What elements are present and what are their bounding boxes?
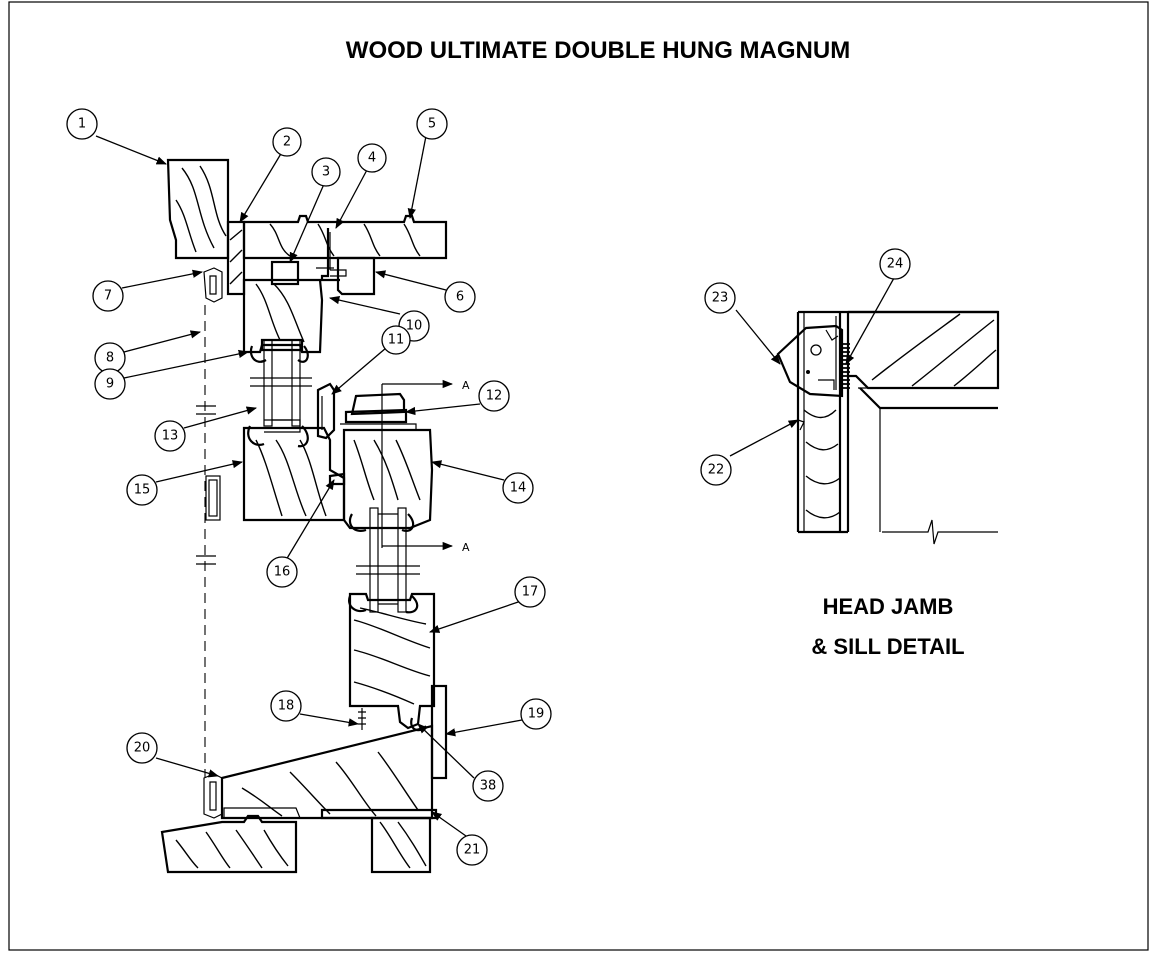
sill-support-block [370, 816, 432, 874]
detail-caption-line2: & SILL DETAIL [811, 634, 964, 659]
callout-21: 21 [456, 834, 488, 866]
weatherstrip [270, 260, 300, 286]
svg-text:5: 5 [428, 117, 436, 132]
callout-5: 5 [416, 108, 448, 140]
callout-1: 1 [66, 108, 98, 140]
upper-sash-meeting-rail [242, 426, 346, 522]
svg-text:38: 38 [480, 779, 497, 794]
detail-break-line [882, 519, 998, 545]
lower-sash-bottom-rail [348, 592, 436, 730]
callout-18: 18 [270, 690, 302, 722]
svg-text:9: 9 [106, 377, 114, 392]
callout-4: 4 [357, 143, 387, 173]
svg-text:20: 20 [134, 741, 151, 756]
callout-11: 11 [381, 325, 411, 355]
callout-9: 9 [94, 368, 126, 400]
sill-fastener [358, 708, 366, 730]
svg-text:12: 12 [486, 389, 503, 404]
callout-23: 23 [704, 282, 736, 314]
sill-assembly [160, 592, 448, 874]
svg-text:4: 4 [368, 151, 376, 166]
interior-screen-frame [205, 475, 221, 521]
svg-text:19: 19 [528, 707, 545, 722]
callout-3: 3 [311, 157, 341, 187]
meeting-rail-interlock [316, 382, 336, 440]
installation-clip [320, 228, 340, 282]
svg-text:18: 18 [278, 699, 295, 714]
interior-trim-line [196, 267, 223, 819]
detail-clip [797, 419, 805, 431]
lower-sash-meeting-rail [342, 428, 434, 530]
svg-text:23: 23 [712, 291, 729, 306]
interior-track-top [203, 267, 223, 303]
svg-text:7: 7 [104, 289, 112, 304]
callout-22: 22 [700, 454, 732, 486]
callout-19: 19 [520, 698, 552, 730]
svg-text:24: 24 [887, 257, 904, 272]
upper-glazing-pane-exterior [291, 339, 301, 427]
lower-glazing-pane-exterior [397, 507, 407, 613]
svg-text:11: 11 [388, 333, 405, 348]
interior-track-bottom [203, 773, 223, 819]
svg-text:6: 6 [456, 290, 464, 305]
main-sill [220, 724, 434, 820]
svg-text:1: 1 [78, 117, 86, 132]
svg-text:15: 15 [134, 483, 151, 498]
upper-sash-head-rail [242, 278, 324, 354]
interior-stool [160, 814, 298, 874]
detail-frame [796, 310, 998, 534]
svg-text:17: 17 [522, 585, 539, 600]
callout-24: 24 [879, 248, 911, 280]
svg-text:13: 13 [162, 429, 179, 444]
svg-text:2: 2 [283, 135, 291, 150]
drawing-title: WOOD ULTIMATE DOUBLE HUNG MAGNUM [346, 37, 850, 64]
exterior-head-stop [336, 256, 376, 296]
section-label-a-top: A [462, 379, 470, 392]
detail-caption-line1: HEAD JAMB [823, 594, 954, 619]
sheet-border [8, 1, 1149, 951]
head-jamb-board [242, 214, 448, 260]
head-jamb-sill-detail: HEAD JAMB & SILL DETAIL [776, 310, 1000, 659]
callout-16: 16 [266, 556, 298, 588]
svg-text:22: 22 [708, 463, 725, 478]
callout-14: 14 [502, 472, 534, 504]
head-jamb-assembly: A A [166, 158, 470, 613]
callout-7: 7 [92, 280, 124, 312]
svg-text:14: 14 [510, 481, 527, 496]
interior-casing [166, 158, 230, 260]
callout-20: 20 [126, 732, 158, 764]
callout-17: 17 [514, 576, 546, 608]
leader-lines [95, 135, 895, 837]
svg-text:16: 16 [274, 565, 291, 580]
section-label-a-bottom: A [462, 541, 470, 554]
callout-15: 15 [126, 474, 158, 506]
upper-glazing-pane-interior [263, 339, 273, 427]
svg-text:21: 21 [464, 843, 481, 858]
callout-6: 6 [444, 281, 476, 313]
callout-13: 13 [154, 420, 186, 452]
callout-2: 2 [272, 127, 302, 157]
lower-glazing-pane-interior [369, 507, 379, 613]
svg-text:8: 8 [106, 351, 114, 366]
svg-text:10: 10 [406, 319, 423, 334]
callout-38: 38 [472, 770, 504, 802]
callout-12: 12 [478, 380, 510, 412]
balance-shoe [776, 324, 844, 398]
svg-text:3: 3 [322, 165, 330, 180]
